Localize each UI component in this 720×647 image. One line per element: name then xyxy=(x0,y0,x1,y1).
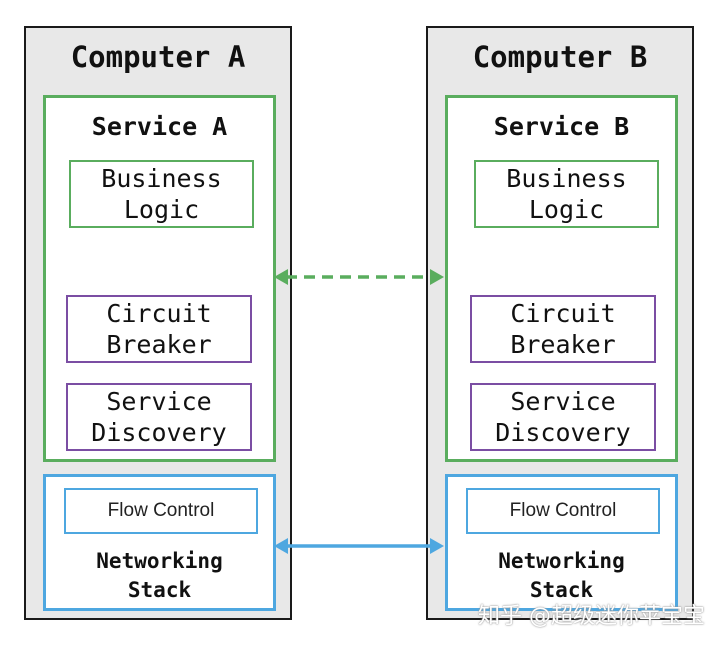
networking-stack-b-label: Networking Stack xyxy=(448,547,675,605)
computer-b: Computer B Service B Business Logic Circ… xyxy=(426,26,694,620)
business-logic-a-line1: Business xyxy=(101,164,222,193)
networking-stack-a-line2: Stack xyxy=(127,578,192,602)
circuit-breaker-b: Circuit Breaker xyxy=(470,295,656,363)
flow-control-b: Flow Control xyxy=(466,488,660,534)
service-connection-arrow xyxy=(274,269,444,285)
service-discovery-b-line1: Service xyxy=(510,387,616,416)
computer-a: Computer A Service A Business Logic Circ… xyxy=(24,26,292,620)
service-discovery-b-line2: Discovery xyxy=(495,418,631,447)
circuit-breaker-a-line1: Circuit xyxy=(106,299,212,328)
networking-stack-b: Flow Control Networking Stack xyxy=(445,474,678,611)
service-a-title: Service A xyxy=(91,112,228,141)
networking-stack-a-label: Networking Stack xyxy=(46,547,273,605)
service-discovery-b: Service Discovery xyxy=(470,383,656,451)
networking-stack-a-line1: Networking xyxy=(96,549,223,573)
business-logic-b: Business Logic xyxy=(474,160,659,228)
circuit-breaker-b-line2: Breaker xyxy=(510,330,616,359)
business-logic-a-line2: Logic xyxy=(123,195,200,224)
networking-stack-b-line2: Stack xyxy=(529,578,594,602)
networking-stack-b-line1: Networking xyxy=(498,549,625,573)
business-logic-a: Business Logic xyxy=(69,160,254,228)
service-discovery-a-line1: Service xyxy=(106,387,212,416)
circuit-breaker-b-line1: Circuit xyxy=(510,299,616,328)
circuit-breaker-a-line2: Breaker xyxy=(106,330,212,359)
business-logic-b-line1: Business xyxy=(506,164,627,193)
network-connection-arrow xyxy=(274,538,444,554)
service-b: Service B Business Logic Circuit Breaker… xyxy=(445,95,678,462)
computer-b-title: Computer B xyxy=(472,40,648,74)
networking-stack-a: Flow Control Networking Stack xyxy=(43,474,276,611)
watermark: 知乎 @超级迷你苹宝宝 xyxy=(478,604,705,629)
computer-a-title: Computer A xyxy=(70,40,246,74)
circuit-breaker-a: Circuit Breaker xyxy=(66,295,252,363)
service-a: Service A Business Logic Circuit Breaker… xyxy=(43,95,276,462)
business-logic-b-line2: Logic xyxy=(528,195,605,224)
flow-control-a: Flow Control xyxy=(64,488,258,534)
service-discovery-a: Service Discovery xyxy=(66,383,252,451)
service-b-title: Service B xyxy=(493,112,630,141)
service-discovery-a-line2: Discovery xyxy=(91,418,227,447)
